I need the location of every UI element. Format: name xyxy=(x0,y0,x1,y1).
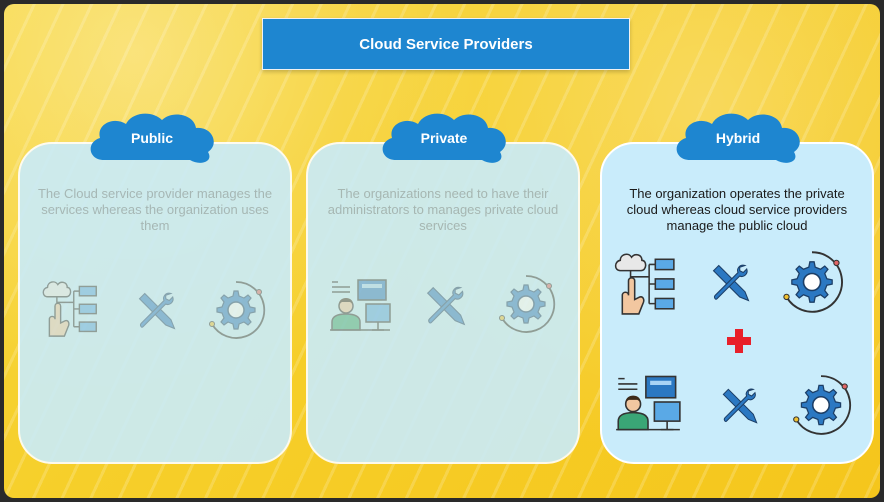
hybrid-cloud-card: The organization operates the private cl… xyxy=(600,142,874,464)
hybrid-description: The organization operates the private cl… xyxy=(626,186,848,233)
public-description: The Cloud service provider manages the s… xyxy=(37,186,273,233)
wrench-screwdriver-icon xyxy=(720,386,760,426)
private-cloud-label: Private xyxy=(374,108,514,168)
gear-icon xyxy=(778,248,846,316)
page-title: Cloud Service Providers xyxy=(359,35,533,53)
private-description: The organizations need to have their adm… xyxy=(327,186,559,233)
administrator-computer-icon xyxy=(328,272,392,336)
cloud-network-icon xyxy=(40,278,100,338)
wrench-screwdriver-icon xyxy=(710,262,752,304)
wrench-screwdriver-icon xyxy=(424,284,468,328)
public-cloud-label: Public xyxy=(82,108,222,168)
cloud-network-icon xyxy=(612,250,678,316)
wrench-screwdriver-icon xyxy=(136,290,178,332)
public-cloud-card: The Cloud service provider manages the s… xyxy=(18,142,292,464)
private-cloud-card: The organizations need to have their adm… xyxy=(306,142,580,464)
hybrid-cloud-label: Hybrid xyxy=(668,108,808,168)
gear-icon xyxy=(788,372,854,438)
gear-icon xyxy=(204,278,268,342)
slide-frame: Cloud Service Providers The Cloud servic… xyxy=(4,4,880,498)
plus-icon xyxy=(727,329,751,353)
administrator-computer-icon xyxy=(614,368,682,436)
gear-icon xyxy=(494,272,558,336)
page-title-banner: Cloud Service Providers xyxy=(262,18,630,70)
